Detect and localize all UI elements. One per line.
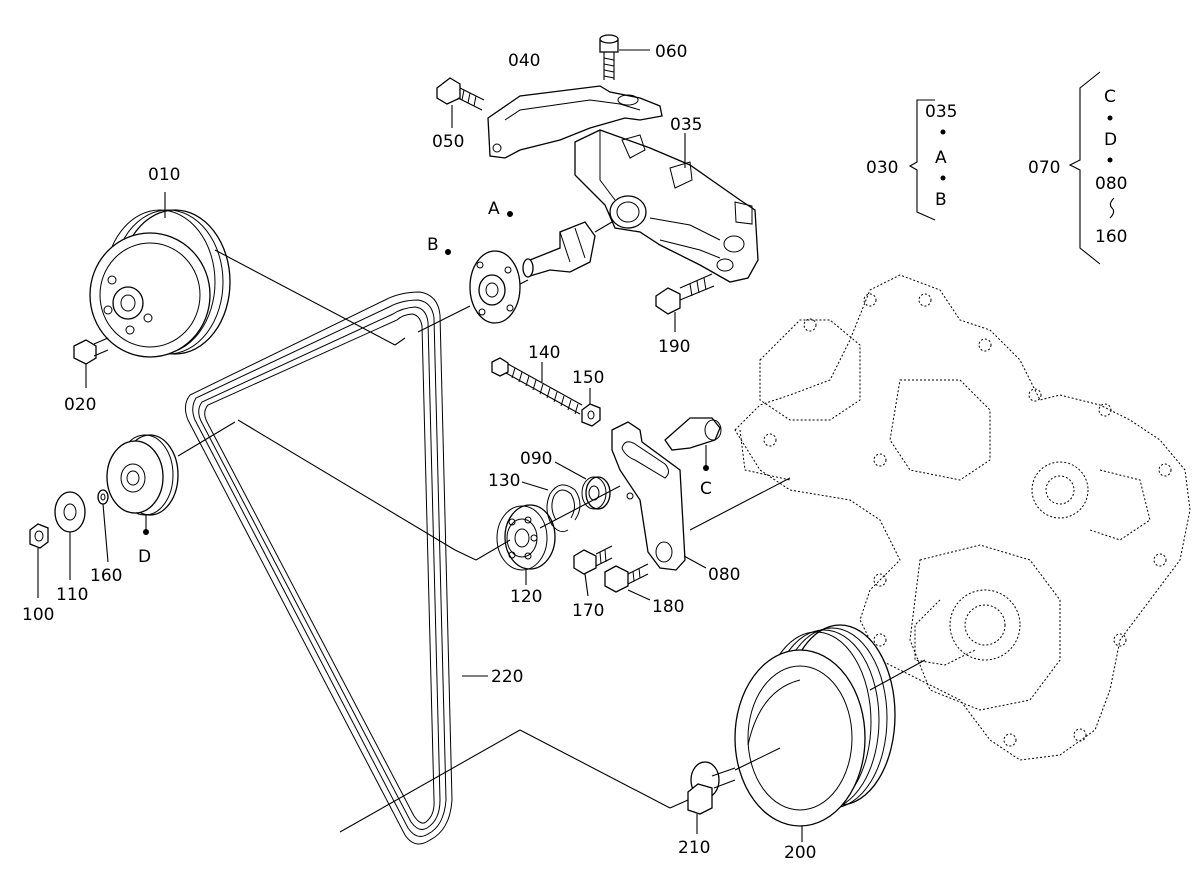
crank-bolt-210 — [687, 761, 736, 834]
label-220: 220 — [491, 667, 523, 687]
bolt-180 — [604, 563, 651, 601]
lock-washer-160 — [97, 489, 109, 563]
water-pump-pulley-010 — [89, 192, 231, 358]
label-160: 160 — [90, 566, 122, 586]
v-belt-220 — [184, 291, 488, 845]
label-190: 190 — [658, 337, 690, 357]
nut-150 — [581, 388, 601, 427]
assembly-030-item-3: B — [935, 190, 947, 210]
tensioner-shaft — [522, 221, 613, 278]
assembly-070-item-3: 080 — [1095, 174, 1127, 194]
gear-case-housing — [734, 274, 1191, 761]
assembly-070-item-1: C — [1104, 87, 1116, 107]
idler-pulley-d — [106, 421, 236, 530]
assembly-070-label: 070 — [1028, 158, 1060, 178]
ref-label-d: D — [138, 547, 151, 567]
assembly-030-label: 030 — [866, 158, 898, 178]
part-labels: 010 020 035 040 050 060 080 090 100 110 … — [22, 42, 816, 863]
ref-label-a: A — [488, 199, 500, 219]
label-120: 120 — [510, 587, 542, 607]
bolt-190 — [655, 273, 715, 332]
ref-dot-a — [507, 211, 513, 217]
tensioner-pulley-bearing-120 — [496, 504, 556, 585]
label-090: 090 — [520, 449, 552, 469]
bearing-090 — [554, 461, 611, 510]
tensioner-plate-080 — [611, 421, 707, 571]
label-170: 170 — [572, 601, 604, 621]
label-035: 035 — [670, 115, 702, 135]
center-lines — [214, 249, 791, 833]
label-110: 110 — [56, 585, 88, 605]
ref-dot-b — [445, 249, 451, 255]
bolt-060 — [599, 34, 650, 80]
crankshaft-pulley-200 — [734, 624, 926, 842]
tensioner-bracket-035 — [574, 129, 759, 283]
ref-dot-c — [703, 465, 709, 471]
label-140: 140 — [528, 343, 560, 363]
assembly-030-group: 030 035 A B — [866, 99, 957, 221]
assembly-070-group: 070 C D 080 160 — [1028, 71, 1127, 265]
bolt-050 — [436, 77, 485, 128]
nut-100 — [29, 523, 49, 598]
label-060: 060 — [655, 42, 687, 62]
snap-ring-130 — [521, 481, 581, 533]
label-040: 040 — [508, 51, 540, 71]
label-180: 180 — [652, 597, 684, 617]
range-tilde-icon — [1109, 197, 1115, 219]
assembly-070-item-2: D — [1104, 130, 1117, 150]
ref-dot-d — [143, 529, 149, 535]
adjust-bolt-140 — [491, 357, 583, 415]
assembly-030-item-2: A — [935, 148, 947, 168]
bolt-020 — [73, 337, 109, 388]
label-210: 210 — [678, 838, 710, 858]
ref-label-c: C — [700, 479, 712, 499]
assembly-070-item-4: 160 — [1095, 227, 1127, 247]
label-130: 130 — [488, 471, 520, 491]
assembly-030-item-1: 035 — [925, 102, 957, 122]
washer-110 — [54, 491, 86, 580]
ref-label-b: B — [427, 235, 439, 255]
label-050: 050 — [432, 132, 464, 152]
label-100: 100 — [22, 605, 54, 625]
label-150: 150 — [572, 368, 604, 388]
bracket-040 — [487, 85, 663, 159]
label-010: 010 — [148, 165, 180, 185]
label-020: 020 — [64, 395, 96, 415]
label-200: 200 — [784, 843, 816, 863]
pivot-stud-c — [664, 417, 722, 466]
pulley-hub — [469, 250, 529, 324]
bolt-170 — [573, 545, 613, 597]
label-080: 080 — [708, 565, 740, 585]
